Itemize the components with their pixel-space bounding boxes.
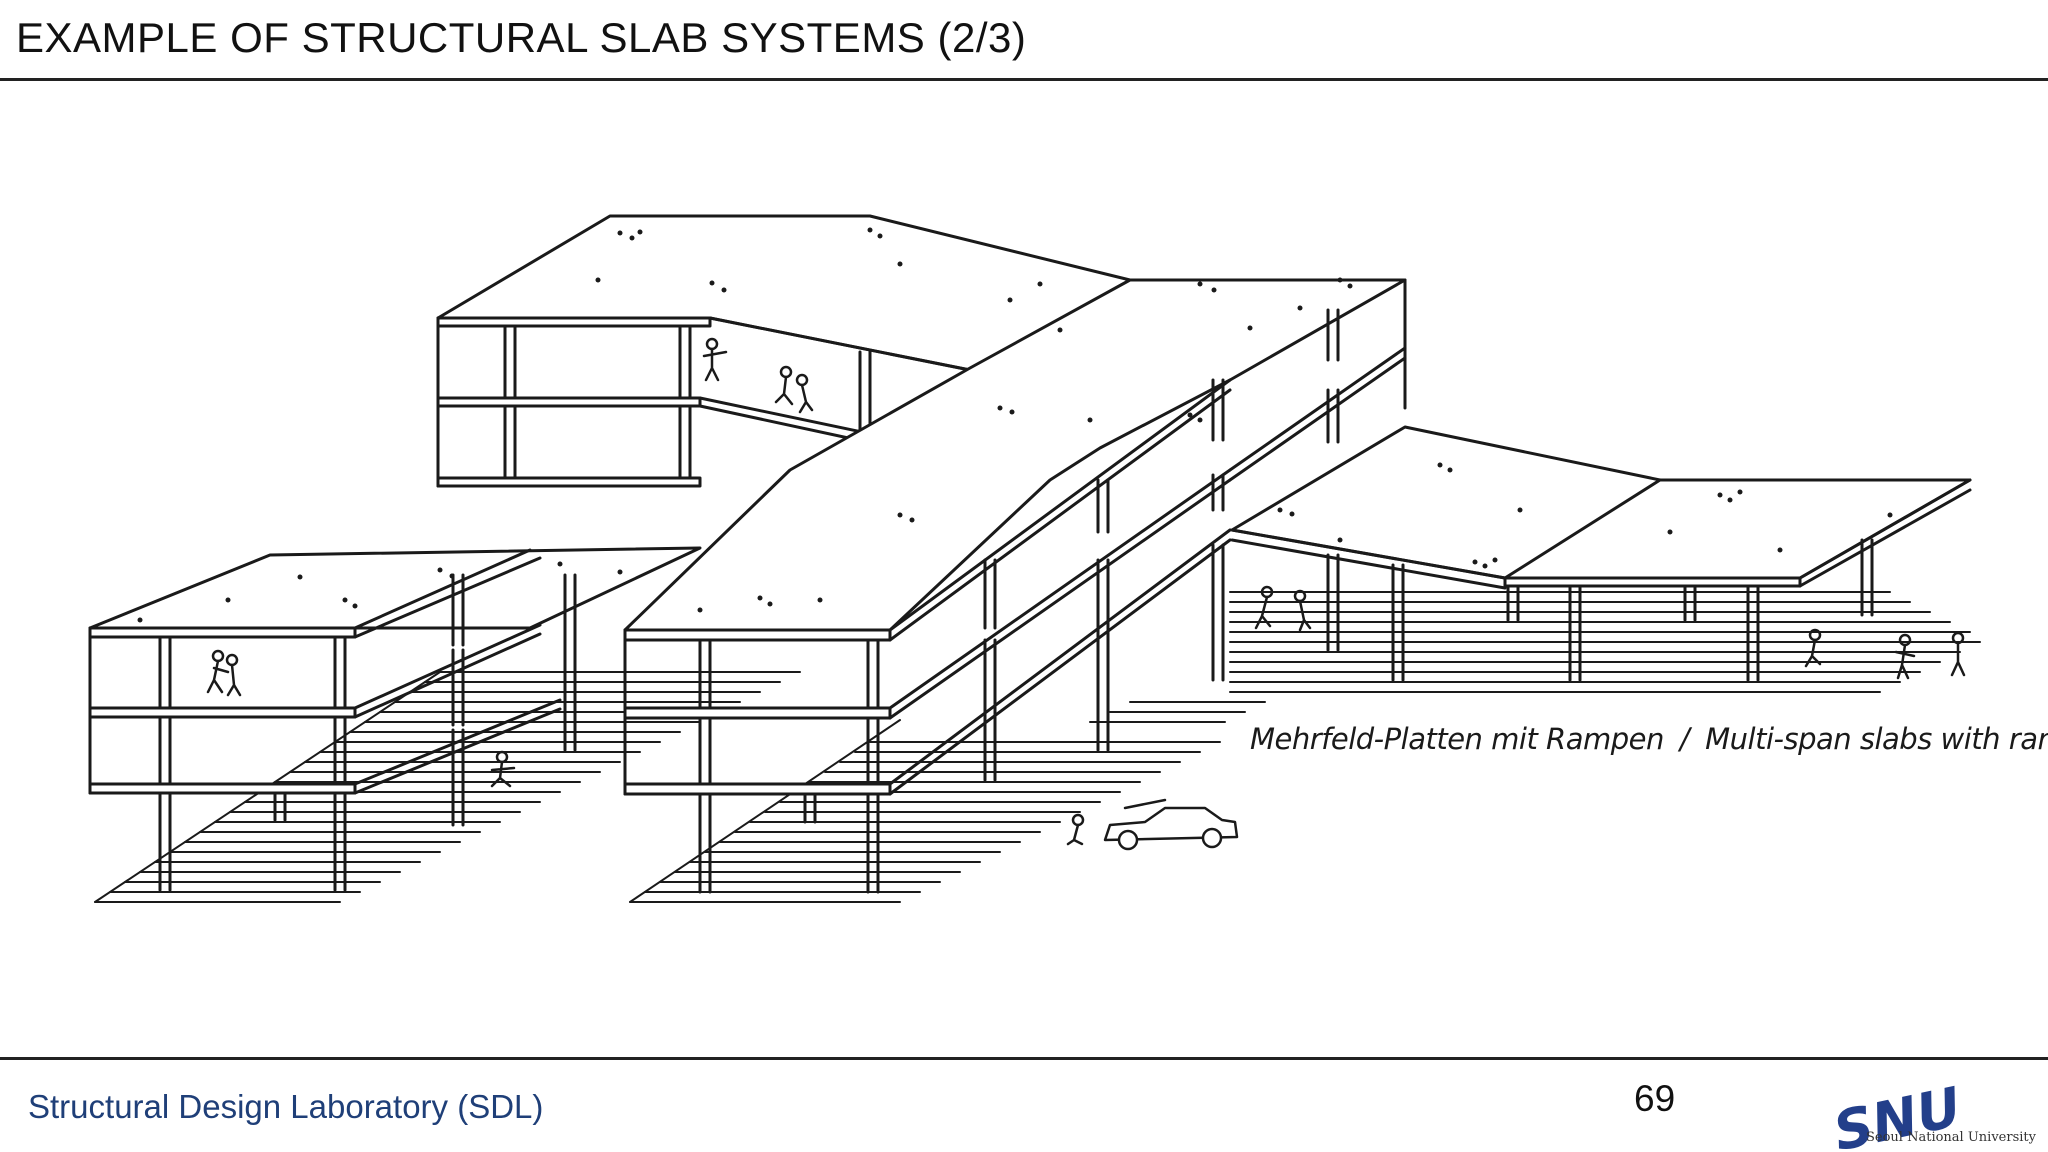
car-illustration <box>1103 798 1239 851</box>
logo-subtext: Seoul National University <box>1866 1130 2036 1145</box>
slab-texture-dots <box>137 227 1893 623</box>
slide-title: EXAMPLE OF STRUCTURAL SLAB SYSTEMS (2/3) <box>16 14 1027 61</box>
ground-hatch-right <box>629 591 1981 903</box>
page-number: 69 <box>1634 1078 1676 1119</box>
footer-lab-name: Structural Design Laboratory (SDL) <box>28 1088 544 1125</box>
caption-separator: / <box>1679 722 1690 756</box>
footer-divider <box>0 1057 2048 1060</box>
caption-english: Multi-span slabs with ramps <box>1705 722 2048 756</box>
left-block <box>88 546 702 892</box>
caption-german: Mehrfeld-Platten mit Rampen <box>1250 722 1664 756</box>
title-divider <box>0 78 2048 81</box>
structural-slab-illustration <box>88 214 1981 903</box>
central-ramp-block <box>623 278 1407 894</box>
people-figures <box>206 337 1966 846</box>
right-wing <box>1230 425 1972 682</box>
figure-caption: Mehrfeld-Platten mit Rampen / Multi-span s… <box>1250 722 2048 756</box>
snu-logo: SNU <box>1828 1075 1966 1152</box>
back-tower <box>436 214 1132 488</box>
